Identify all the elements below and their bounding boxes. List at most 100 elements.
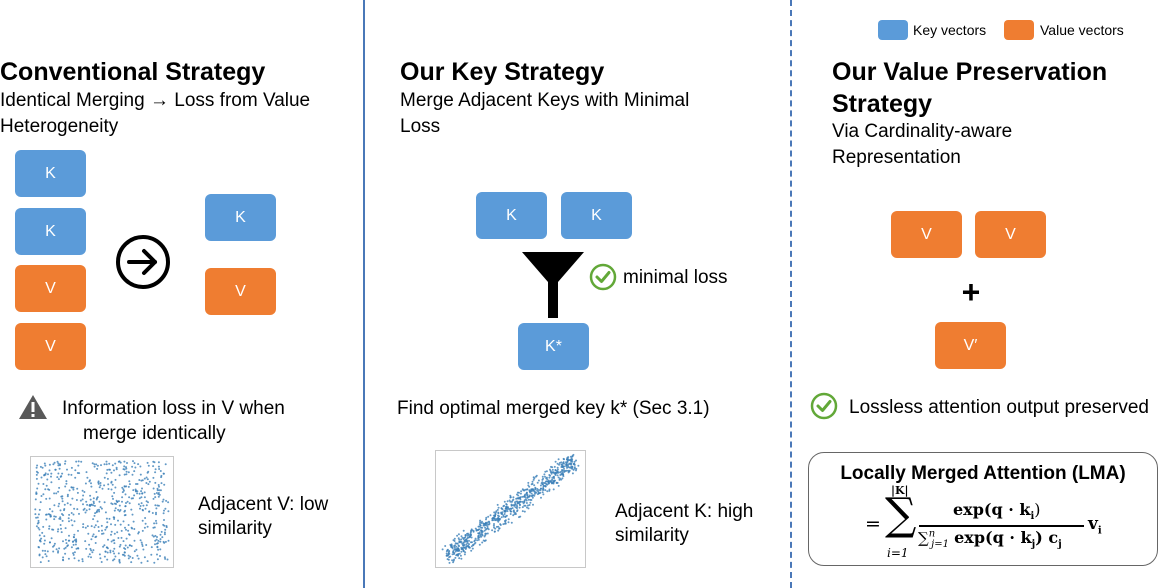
scatter-point	[510, 507, 513, 510]
scatter-point	[82, 494, 85, 497]
scatter-point	[153, 522, 156, 525]
scatter-point	[571, 455, 574, 458]
scatter-point	[159, 555, 161, 557]
scatter-point	[577, 464, 580, 467]
scatter-point	[146, 478, 149, 481]
scatter-point	[144, 517, 147, 519]
scatter-point	[43, 535, 46, 538]
scatter-point	[502, 523, 505, 526]
formula-denominator-sub: j	[1031, 539, 1036, 551]
scatter-point	[72, 536, 75, 538]
scatter-point	[157, 484, 160, 486]
scatter-point	[155, 492, 158, 494]
scatter-point	[75, 540, 78, 543]
scatter-point	[93, 504, 96, 507]
scatter-point	[561, 477, 564, 480]
scatter-point	[38, 508, 41, 511]
scatter-point	[451, 559, 454, 562]
scatter-point	[163, 531, 166, 534]
scatter-point	[133, 470, 136, 473]
scatter-point	[506, 510, 509, 513]
scatter-point	[457, 533, 460, 536]
scatter-point	[533, 477, 536, 480]
scatter-point	[162, 540, 165, 543]
scatter-point	[531, 496, 534, 499]
scatter-point	[56, 530, 59, 533]
scatter-point	[81, 560, 84, 563]
scatter-point	[66, 495, 69, 498]
scatter-point	[494, 527, 497, 530]
scatter-point	[470, 528, 473, 531]
scatter-point	[87, 555, 90, 558]
scatter-point	[503, 510, 506, 513]
scatter-point	[522, 495, 525, 498]
scatter-point	[481, 541, 484, 544]
scatter-point	[158, 468, 161, 470]
scatter-point	[103, 476, 106, 479]
panel1-subtitle-line1: Identical Merging → Loss from Value	[0, 90, 311, 111]
scatter-point	[155, 507, 158, 510]
formula-value: vi	[1088, 514, 1102, 536]
scatter-point	[493, 523, 495, 525]
scatter-point	[544, 470, 547, 473]
scatter-point	[73, 520, 76, 523]
scatter-point	[98, 500, 101, 503]
scatter-point	[448, 561, 451, 564]
scatter-point	[123, 468, 126, 471]
panel3-check-label: Lossless attention output preserved	[849, 397, 1149, 418]
scatter-point	[70, 486, 73, 489]
scatter-point	[155, 513, 157, 516]
scatter-point	[140, 541, 143, 544]
scatter-point	[86, 525, 89, 528]
scatter-point	[156, 546, 159, 549]
scatter-point	[562, 466, 565, 468]
scatter-point	[109, 551, 112, 554]
scatter-point	[150, 553, 153, 556]
scatter-point	[106, 521, 109, 524]
scatter-point	[145, 482, 148, 484]
panel3-title-line2: Strategy	[832, 90, 933, 118]
scatter-point	[515, 507, 518, 510]
scatter-point	[134, 466, 137, 469]
scatter-point	[563, 467, 565, 470]
scatter-point	[480, 532, 483, 534]
scatter-point	[57, 472, 60, 475]
scatter-point	[103, 544, 106, 547]
scatter-point	[526, 506, 528, 509]
scatter-point	[70, 473, 73, 476]
scatter-point	[519, 496, 521, 499]
scatter-point	[37, 482, 40, 485]
scatter-point	[130, 545, 133, 547]
scatter-point	[81, 489, 84, 492]
formula-equals: =	[865, 513, 881, 535]
scatter-point	[156, 487, 159, 490]
scatter-point	[100, 524, 103, 527]
scatter-point	[92, 533, 95, 536]
scatter-point	[479, 534, 482, 537]
scatter-point	[63, 503, 66, 506]
scatter-point	[96, 464, 99, 467]
scatter-point	[44, 472, 47, 475]
scatter-point	[445, 552, 448, 555]
scatter-point	[456, 553, 459, 556]
scatter-point	[86, 476, 89, 479]
scatter-point	[72, 553, 75, 556]
scatter-point	[68, 520, 70, 523]
panel1-value-box-1: V	[15, 265, 86, 312]
scatter-point	[55, 492, 58, 495]
scatter-point	[56, 476, 59, 479]
scatter-point	[152, 476, 155, 479]
scatter-point	[117, 519, 119, 522]
scatter-point	[86, 503, 89, 506]
scatter-point	[478, 543, 481, 546]
scatter-point	[125, 470, 128, 473]
scatter-point	[462, 529, 465, 532]
scatter-point	[455, 545, 458, 548]
scatter-point	[45, 518, 48, 521]
scatter-point	[531, 482, 534, 485]
scatter-point	[165, 499, 168, 502]
panel2-title: Our Key Strategy	[400, 58, 605, 86]
scatter-point	[508, 499, 511, 502]
scatter-point	[466, 534, 469, 537]
scatter-point	[44, 488, 47, 491]
